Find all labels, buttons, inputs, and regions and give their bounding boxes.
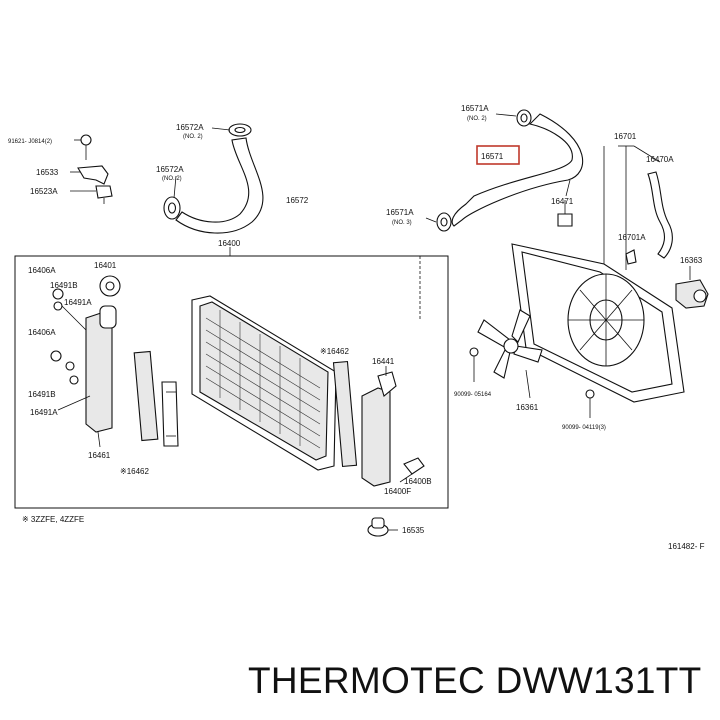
label-16491B-2: 16491B xyxy=(28,390,56,399)
lower-hose-group xyxy=(425,109,583,232)
radiator-cap-icon xyxy=(367,517,398,537)
label-16406A-2: 16406A xyxy=(28,328,56,337)
hose-clamp-icon xyxy=(516,109,532,127)
label-16462-mid: ※16462 xyxy=(320,347,350,356)
label-16441: 16441 xyxy=(372,357,395,366)
label-16470A: 16470A xyxy=(646,155,674,164)
label-16523A: 16523A xyxy=(30,187,58,196)
label-16535: 16535 xyxy=(402,526,425,535)
fan-blade-icon xyxy=(477,309,543,399)
label-16533: 16533 xyxy=(36,168,59,177)
clip-icon xyxy=(95,185,113,204)
o-ring-icon xyxy=(50,350,62,362)
label-16572A-top-no: (NO. 2) xyxy=(183,134,203,140)
right-tank-group xyxy=(361,366,425,487)
plug-icon xyxy=(69,375,79,385)
hose-clamp-icon xyxy=(228,123,252,137)
label-16491A-2: 16491A xyxy=(30,408,58,417)
radiator-hose-icon xyxy=(451,113,583,227)
label-16401: 16401 xyxy=(94,261,117,270)
part-16571-highlight xyxy=(476,145,520,165)
brand-part-number: THERMOTEC DWW131TT xyxy=(248,660,702,701)
label-16491A-1: 16491A xyxy=(64,298,92,307)
plug-icon xyxy=(53,301,63,311)
bolt-icon xyxy=(585,389,595,418)
label-16491B-1: 16491B xyxy=(50,281,78,290)
seal-strip-icon xyxy=(332,360,358,468)
label-16572A-left: 16572A xyxy=(156,165,184,174)
label-16471: 16471 xyxy=(551,197,574,206)
seal-bracket-icon xyxy=(161,381,179,447)
label-90099-04119: 90099- 04119(3) xyxy=(562,425,606,431)
label-90099-05164: 90099- 05164 xyxy=(454,392,492,398)
plug-icon xyxy=(65,361,75,371)
right-tank-icon xyxy=(361,387,391,487)
label-16361: 16361 xyxy=(516,403,539,412)
upper-hose-group xyxy=(70,123,264,234)
reference-code: 161482- F xyxy=(668,542,705,551)
bracket-icon xyxy=(77,165,109,185)
hose-clamp-icon xyxy=(163,196,181,220)
label-16406A-1: 16406A xyxy=(28,266,56,275)
label-16571A-mid: 16571A xyxy=(386,208,414,217)
footnote: ※ 3ZZFE, 4ZZFE xyxy=(22,515,84,524)
label-16462-bot: ※16462 xyxy=(120,467,150,476)
fan-shroud-icon xyxy=(511,146,685,403)
drain-cock-icon xyxy=(403,457,425,475)
left-tank-group xyxy=(50,275,121,448)
label-16701A: 16701A xyxy=(618,233,646,242)
bolt-icon xyxy=(469,347,479,382)
label-16572: 16572 xyxy=(286,196,309,205)
label-16461: 16461 xyxy=(88,451,111,460)
label-16571A-mid-no: (NO. 3) xyxy=(392,220,412,226)
label-16571A-top: 16571A xyxy=(461,104,489,113)
label-16400F: 16400F xyxy=(384,487,411,496)
overflow-hose-icon xyxy=(647,171,673,259)
radiator-core-icon xyxy=(191,295,337,471)
label-16572A-top: 16572A xyxy=(176,123,204,132)
label-16400: 16400 xyxy=(218,239,241,248)
label-16701: 16701 xyxy=(614,132,637,141)
label-16571: 16571 xyxy=(481,152,504,161)
radiator-assembly-frame xyxy=(14,255,449,509)
overflow-hose-group xyxy=(618,145,709,309)
clip-icon xyxy=(625,249,637,265)
hose-clamp-icon xyxy=(436,212,452,232)
label-16400B: 16400B xyxy=(404,477,432,486)
o-ring-icon xyxy=(52,288,64,300)
label-16363: 16363 xyxy=(680,256,703,265)
reservoir-icon xyxy=(675,279,709,309)
left-tank-icon xyxy=(85,311,113,433)
drain-plug-icon xyxy=(99,275,121,297)
bolt-icon xyxy=(80,134,92,160)
seal-strip-icon xyxy=(133,350,159,442)
label-16571A-top-no: (NO. 2) xyxy=(467,116,487,122)
label-16572A-left-no: (NO. 2) xyxy=(162,176,182,182)
hose-clip-icon xyxy=(557,200,573,227)
label-91621: 91621- J0814(2) xyxy=(8,139,52,145)
part-labels: 16572A (NO. 2) 91621- J0814(2) 16533 165… xyxy=(8,104,705,551)
upper-hose-icon xyxy=(175,137,264,234)
